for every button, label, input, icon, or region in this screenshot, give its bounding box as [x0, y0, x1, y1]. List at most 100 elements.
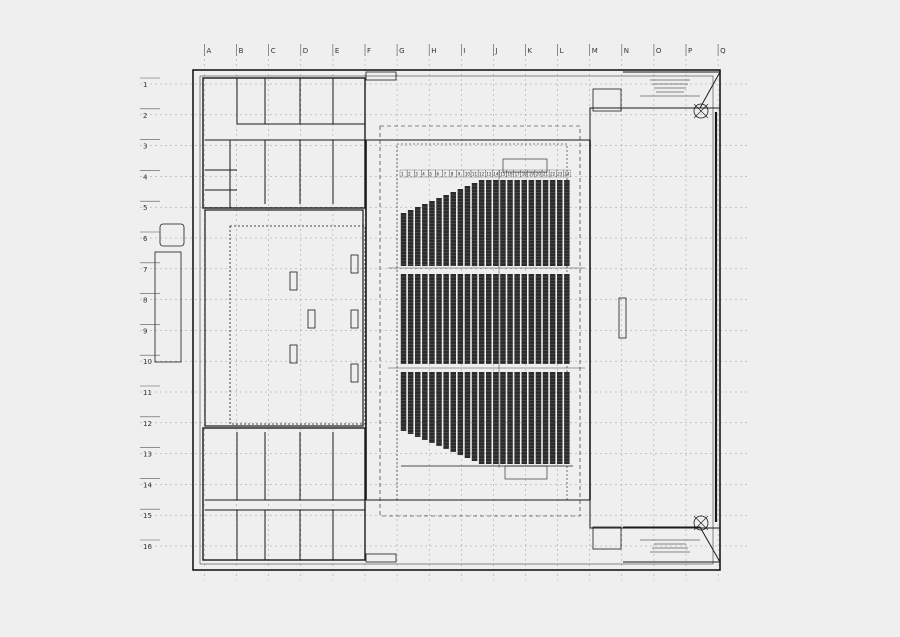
seat-row-number: 7 — [444, 172, 447, 177]
seat-row-block — [514, 274, 520, 364]
seat-row-block — [521, 274, 527, 364]
seat-row-block — [564, 180, 570, 266]
seat-row-block — [407, 274, 414, 364]
column — [289, 344, 298, 364]
column-grid-label: M — [592, 47, 598, 55]
column-grid-label: F — [367, 47, 371, 55]
seat-row-block — [443, 195, 449, 266]
seat-row-block — [507, 372, 513, 464]
seat-row-block — [429, 274, 435, 364]
seat-row-block — [400, 372, 407, 431]
column-grid-label: B — [239, 47, 244, 55]
revolving-door-icon — [693, 515, 709, 531]
west-wing — [202, 77, 366, 209]
column-grid-label: A — [207, 47, 212, 55]
seat-row-block — [486, 274, 492, 364]
seat-row-number: 17 — [515, 172, 521, 177]
row-grid-label: 7 — [143, 266, 147, 274]
seat-row-number: 6 — [437, 172, 440, 177]
entrance-north — [365, 71, 397, 81]
rehearsal-hall — [229, 225, 366, 425]
seat-row-number: 14 — [493, 172, 499, 177]
seat-row-block — [549, 372, 556, 464]
seat-row-block — [422, 204, 428, 266]
seat-row-block — [486, 180, 492, 266]
column-grid-label: E — [335, 47, 339, 55]
seat-row-number: 9 — [458, 172, 461, 177]
seat-row-cell — [563, 169, 571, 178]
seat-row-block — [521, 372, 527, 464]
seat-row-number: 11 — [472, 172, 478, 177]
mix-position-bottom — [504, 465, 548, 480]
seat-row-block — [486, 372, 492, 464]
row-grid-label: 2 — [143, 112, 147, 120]
seat-row-block — [464, 274, 471, 364]
seat-row-block — [400, 274, 407, 364]
column-grid-label: C — [271, 47, 276, 55]
column-grid-label: D — [303, 47, 308, 55]
seat-row-block — [464, 186, 471, 266]
column-grid-label: J — [494, 47, 497, 55]
inner-perimeter — [199, 75, 714, 565]
revolving-door-icon — [693, 103, 709, 119]
seat-row-number: 2 — [408, 172, 411, 177]
seat-row-block — [557, 274, 563, 364]
column-grid-label: N — [624, 47, 629, 55]
stairs-se-treads — [640, 539, 700, 553]
seat-row-block — [535, 180, 542, 266]
column-grid-label: H — [431, 47, 436, 55]
entrance-south — [365, 553, 397, 563]
seat-row-block — [436, 198, 442, 266]
row-grid-label: 3 — [143, 143, 147, 151]
ramp-left — [154, 251, 182, 363]
seat-row-block — [535, 274, 542, 364]
row-grid-label: 16 — [143, 543, 152, 551]
seat-row-block — [521, 180, 527, 266]
seat-row-block — [443, 372, 449, 449]
column — [289, 271, 298, 291]
column-grid-label: G — [399, 47, 404, 55]
seat-row-block — [422, 372, 428, 440]
seat-row-block — [514, 180, 520, 266]
seat-row-number: 4 — [422, 172, 425, 177]
seat-row-number: 10 — [465, 172, 471, 177]
seat-row-block — [564, 274, 570, 364]
seat-row-block — [500, 180, 506, 266]
seat-row-number: 18 — [522, 172, 528, 177]
seat-row-block — [500, 274, 506, 364]
seat-row-block — [549, 180, 556, 266]
west-rooms — [205, 78, 365, 208]
seat-row-block — [542, 180, 549, 266]
row-grid-label: 1 — [143, 81, 147, 89]
seat-row-block — [407, 372, 414, 434]
seat-row-block — [478, 372, 485, 464]
stair-core-ne — [592, 88, 622, 112]
seat-row-block — [478, 180, 485, 266]
seat-row-block — [415, 274, 421, 364]
seat-row-number: 22 — [550, 172, 556, 177]
seat-row-block — [564, 372, 570, 464]
column — [307, 309, 316, 329]
seat-row-number: 12 — [479, 172, 485, 177]
seat-row-number: 16 — [508, 172, 514, 177]
row-grid-label: 11 — [143, 389, 152, 397]
row-grid-label: 5 — [143, 204, 147, 212]
seat-row-number: 13 — [486, 172, 492, 177]
mix-position-top — [502, 158, 548, 173]
column — [350, 309, 359, 329]
bottom-right-wall — [623, 526, 721, 563]
stairs-ne-treads — [640, 79, 700, 97]
seat-row-block — [557, 180, 563, 266]
row-grid-label: 15 — [143, 512, 152, 520]
seat-row-block — [471, 274, 478, 364]
seat-row-block — [443, 274, 449, 364]
seat-row-block — [415, 207, 421, 266]
seat-row-block — [436, 274, 442, 364]
column-grid-label: Q — [720, 47, 726, 55]
top-right-wall — [623, 71, 721, 109]
row-grid-label: 8 — [143, 297, 147, 305]
seat-row-block — [528, 372, 535, 464]
